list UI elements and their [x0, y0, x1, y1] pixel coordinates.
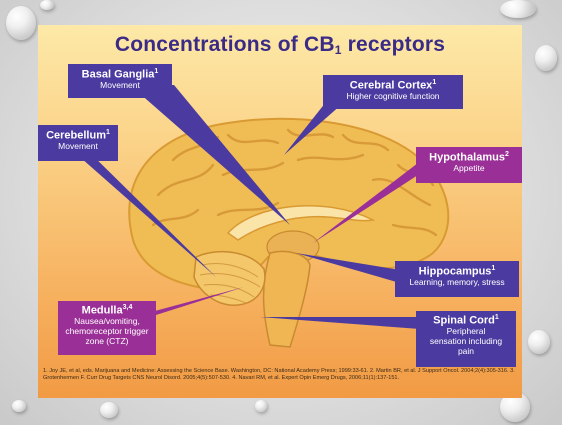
water-drop: [528, 330, 550, 354]
label-hippocampus: Hippocampus1 Learning, memory, stress: [395, 261, 519, 297]
slide-title: Concentrations of CB1 receptors: [38, 33, 522, 57]
label-hypothalamus: Hypothalamus2 Appetite: [416, 147, 522, 183]
water-drop: [40, 0, 54, 10]
water-drop: [12, 400, 26, 412]
references: 1. Joy JE, et al, eds. Marijuana and Med…: [43, 368, 519, 382]
water-drop: [100, 402, 118, 418]
water-drop: [500, 0, 536, 18]
label-cerebellum: Cerebellum1 Movement: [38, 125, 118, 161]
label-basal-ganglia: Basal Ganglia1 Movement: [68, 64, 172, 98]
water-drop: [6, 6, 36, 40]
slide: Concentrations of CB1 receptors Basal Ga…: [38, 25, 522, 398]
water-drop: [255, 400, 267, 412]
label-cerebral-cortex: Cerebral Cortex1 Higher cognitive functi…: [323, 75, 463, 109]
label-medulla: Medulla3,4 Nausea/vomiting, chemorecepto…: [58, 301, 156, 355]
label-spinal-cord: Spinal Cord1 Peripheral sensation includ…: [416, 311, 516, 367]
water-drop: [535, 45, 557, 71]
